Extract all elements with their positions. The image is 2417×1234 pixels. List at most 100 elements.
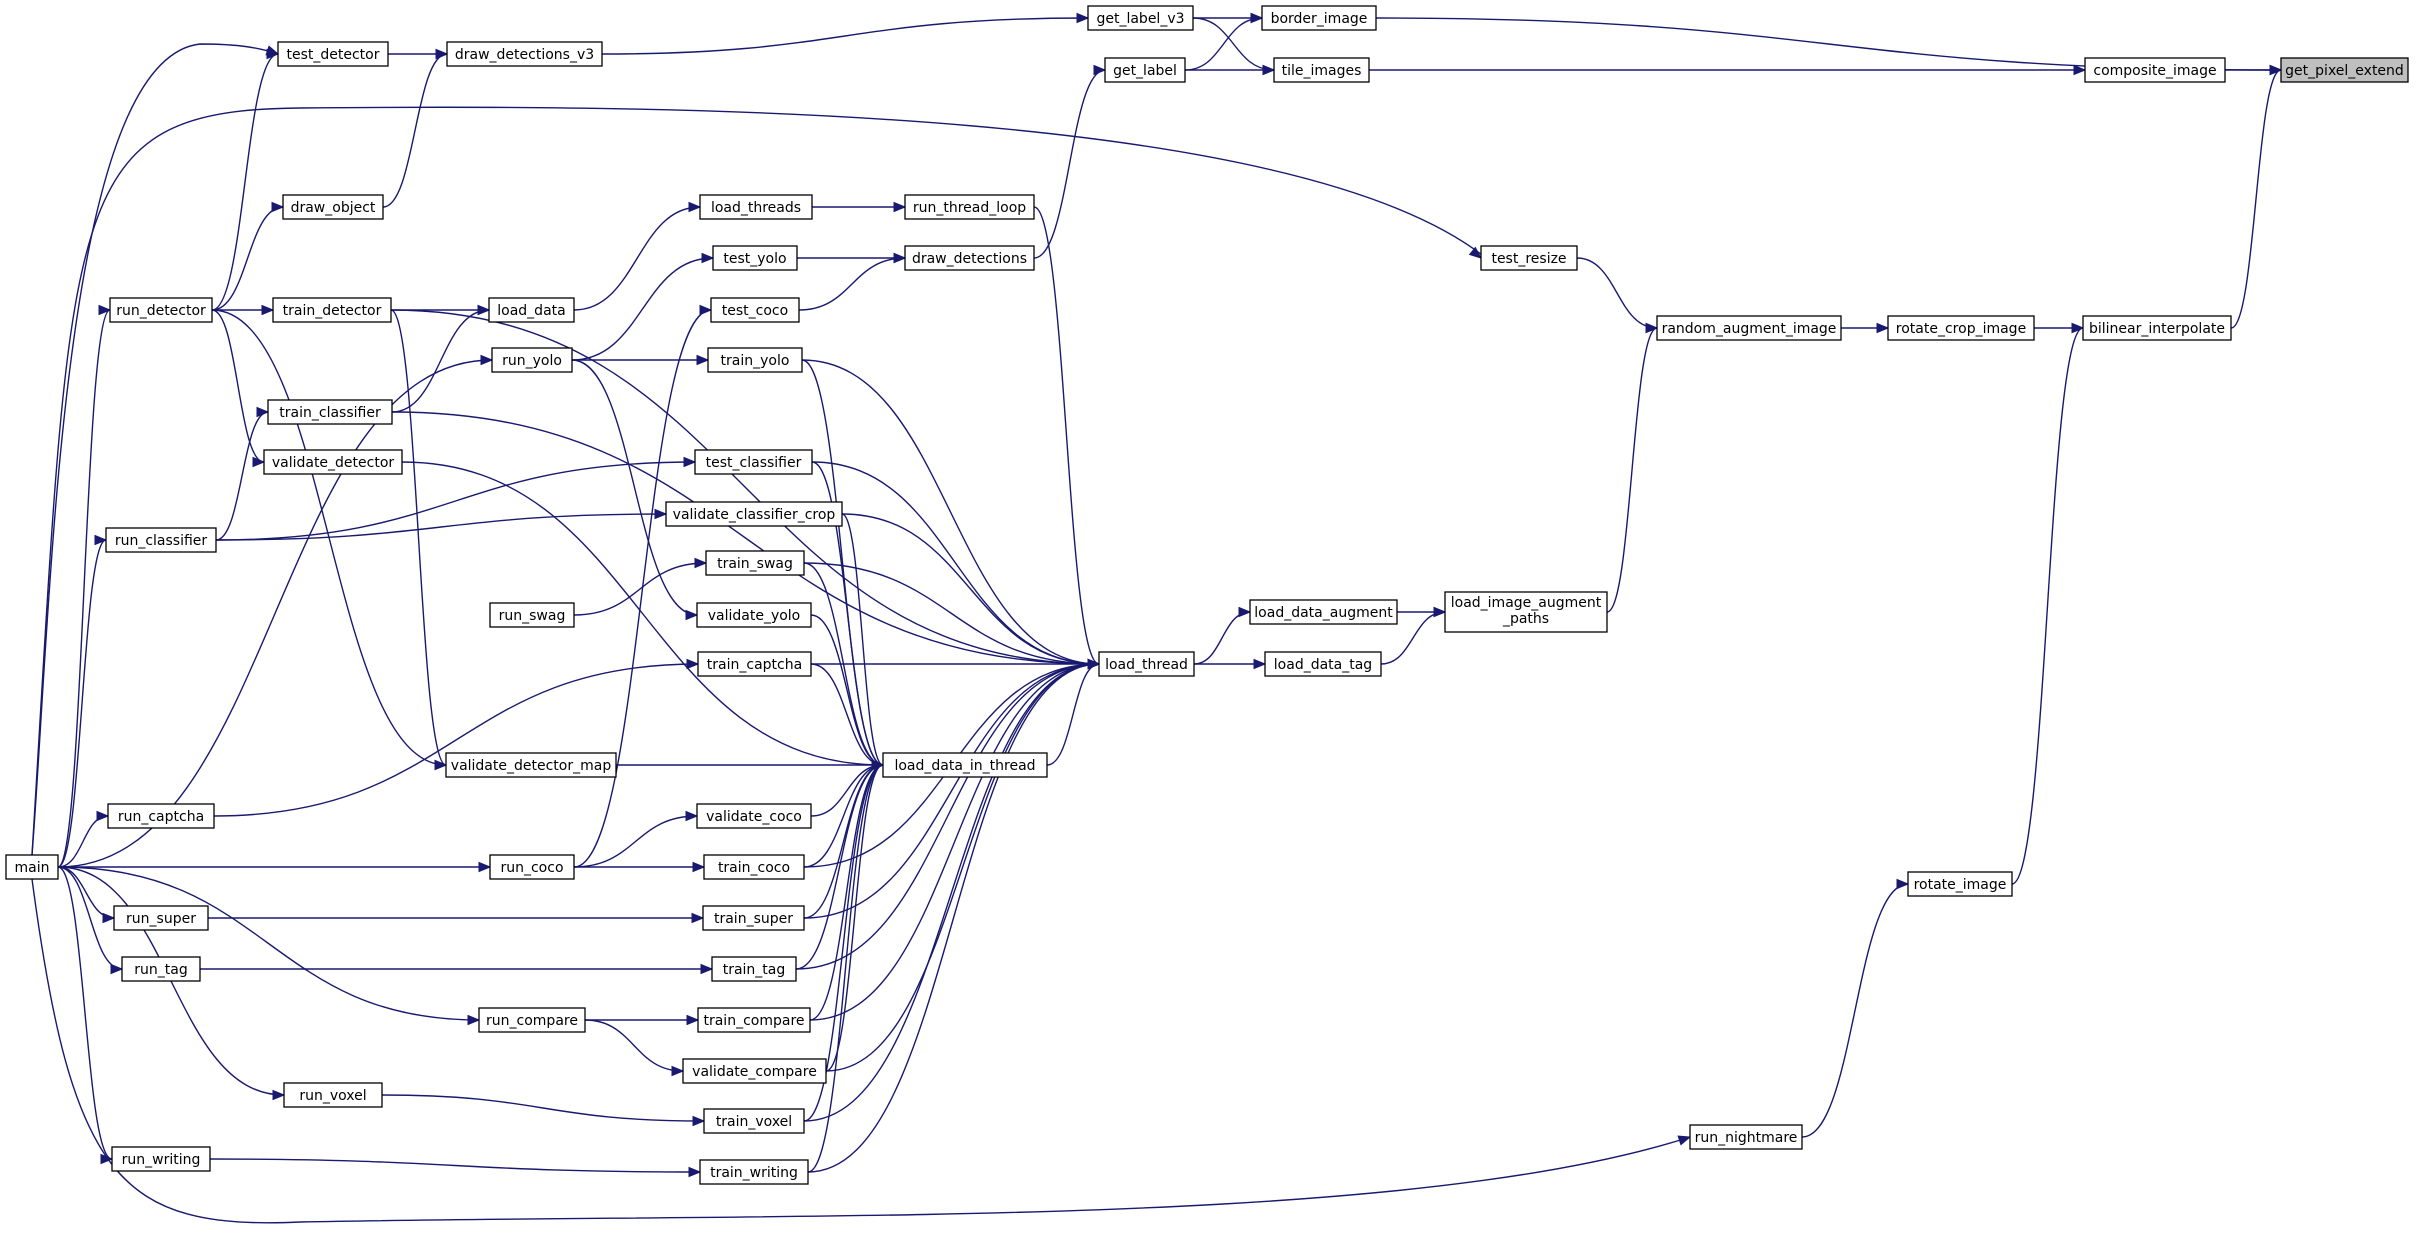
- edge-train_detector-to-validate_detector_map: [390, 309, 448, 771]
- arrowhead: [1677, 1135, 1692, 1146]
- edge-line: [1033, 69, 1106, 259]
- node-train_writing[interactable]: train_writing: [699, 1159, 809, 1185]
- node-test_classifier[interactable]: test_classifier: [694, 449, 813, 475]
- node-run_captcha[interactable]: run_captcha: [107, 803, 215, 829]
- node-run_compare[interactable]: run_compare: [478, 1007, 586, 1033]
- node-label: run_thread_loop: [913, 200, 1026, 216]
- node-load_data_in_thread[interactable]: load_data_in_thread: [882, 752, 1048, 778]
- node-load_image_augment_paths[interactable]: load_image_augment_paths: [1444, 591, 1608, 633]
- edge-run_captcha-to-train_captcha: [213, 658, 700, 817]
- arrowhead: [271, 201, 285, 213]
- arrowhead: [683, 456, 697, 468]
- node-box: [1261, 5, 1377, 31]
- edge-line: [807, 663, 1100, 1173]
- node-rotate_crop_image[interactable]: rotate_crop_image: [1887, 315, 2035, 341]
- arrowhead: [691, 912, 705, 924]
- node-border_image[interactable]: border_image: [1261, 5, 1377, 31]
- node-label: validate_compare: [692, 1064, 817, 1080]
- node-label: test_coco: [722, 303, 788, 319]
- arrowhead: [700, 963, 714, 975]
- node-validate_detector[interactable]: validate_detector: [263, 449, 403, 475]
- node-train_swag[interactable]: train_swag: [705, 550, 805, 576]
- node-box: [703, 854, 805, 880]
- node-composite_image[interactable]: composite_image: [2084, 57, 2226, 83]
- node-box: [904, 194, 1035, 220]
- node-run_super[interactable]: run_super: [113, 905, 209, 931]
- arrowhead: [96, 810, 110, 822]
- node-validate_detector_map[interactable]: validate_detector_map: [445, 752, 617, 778]
- node-run_yolo[interactable]: run_yolo: [491, 347, 573, 373]
- node-test_coco[interactable]: test_coco: [710, 297, 800, 323]
- node-bilinear_interpolate[interactable]: bilinear_interpolate: [2082, 315, 2232, 341]
- node-train_captcha[interactable]: train_captcha: [697, 651, 812, 677]
- node-draw_detections_v3[interactable]: draw_detections_v3: [446, 41, 603, 67]
- edge-run_detector-to-draw_object: [211, 201, 285, 311]
- node-draw_detections[interactable]: draw_detections: [904, 245, 1035, 271]
- node-rotate_image[interactable]: rotate_image: [1907, 871, 2013, 897]
- edge-train_compare-to-load_data_in_thread: [809, 759, 885, 1021]
- node-train_compare[interactable]: train_compare: [697, 1007, 811, 1033]
- node-run_thread_loop[interactable]: run_thread_loop: [904, 194, 1035, 220]
- node-get_label[interactable]: get_label: [1104, 57, 1186, 83]
- node-run_writing[interactable]: run_writing: [111, 1146, 211, 1172]
- node-validate_compare[interactable]: validate_compare: [682, 1058, 827, 1084]
- node-get_pixel_extend[interactable]: get_pixel_extend: [2280, 57, 2409, 83]
- node-validate_yolo[interactable]: validate_yolo: [696, 602, 812, 628]
- node-box: [1480, 245, 1578, 271]
- node-run_coco[interactable]: run_coco: [489, 854, 575, 880]
- edge-line: [803, 663, 1100, 919]
- graph-nodes: get_pixel_extend border_image composite_im…: [5, 5, 2409, 1185]
- edge-line: [57, 359, 493, 868]
- node-train_tag[interactable]: train_tag: [711, 956, 797, 982]
- node-load_threads[interactable]: load_threads: [699, 194, 813, 220]
- arrowhead: [1093, 64, 1107, 76]
- node-get_label_v3[interactable]: get_label_v3: [1087, 5, 1194, 31]
- node-label: train_classifier: [279, 405, 381, 421]
- edge-line: [209, 1158, 701, 1173]
- edge-draw_object-to-draw_detections_v3: [382, 48, 449, 208]
- node-label: train_yolo: [721, 353, 790, 369]
- node-validate_coco[interactable]: validate_coco: [696, 803, 812, 829]
- node-test_yolo[interactable]: test_yolo: [712, 245, 798, 271]
- node-random_augment_image[interactable]: random_augment_image: [1656, 315, 1842, 341]
- edge-line: [571, 257, 714, 361]
- edge-run_coco-to-validate_coco: [573, 810, 699, 868]
- node-train_coco[interactable]: train_coco: [703, 854, 805, 880]
- node-run_nightmare[interactable]: run_nightmare: [1689, 1124, 1803, 1150]
- node-tile_images[interactable]: tile_images: [1273, 57, 1370, 83]
- node-load_data[interactable]: load_data: [488, 297, 575, 323]
- node-validate_classifier_crop[interactable]: validate_classifier_crop: [665, 501, 843, 527]
- node-run_classifier[interactable]: run_classifier: [105, 527, 217, 553]
- node-load_data_tag[interactable]: load_data_tag: [1264, 651, 1382, 677]
- edge-line: [573, 206, 701, 311]
- node-train_classifier[interactable]: train_classifier: [267, 399, 393, 425]
- node-box: [489, 854, 575, 880]
- node-box: [267, 399, 393, 425]
- edge-line: [211, 53, 279, 311]
- node-label: run_detector: [116, 303, 206, 319]
- node-train_detector[interactable]: train_detector: [272, 297, 392, 323]
- edge-main-to-test_detector: [31, 43, 280, 856]
- edge-run_classifier-to-validate_classifier_crop: [215, 508, 668, 541]
- arrowhead: [696, 354, 710, 366]
- edge-train_classifier-to-load_data: [391, 304, 491, 413]
- edge-main-to-run_nightmare: [31, 878, 1692, 1224]
- edge-line: [1606, 327, 1658, 613]
- node-box: [1104, 57, 1186, 83]
- node-load_data_augment[interactable]: load_data_augment: [1249, 599, 1398, 625]
- node-run_voxel[interactable]: run_voxel: [283, 1082, 383, 1108]
- node-load_thread[interactable]: load_thread: [1098, 651, 1195, 677]
- node-run_swag[interactable]: run_swag: [489, 602, 575, 628]
- node-run_detector[interactable]: run_detector: [109, 297, 213, 323]
- node-run_tag[interactable]: run_tag: [121, 956, 201, 982]
- node-box: [696, 803, 812, 829]
- edge-run_nightmare-to-rotate_image: [1801, 878, 1910, 1138]
- node-train_super[interactable]: train_super: [702, 905, 805, 931]
- node-test_detector[interactable]: test_detector: [277, 41, 389, 67]
- edge-line: [573, 815, 698, 868]
- node-main[interactable]: main: [5, 854, 59, 880]
- node-train_voxel[interactable]: train_voxel: [703, 1108, 805, 1134]
- node-test_resize[interactable]: test_resize: [1480, 245, 1578, 271]
- node-train_yolo[interactable]: train_yolo: [707, 347, 803, 373]
- node-draw_object[interactable]: draw_object: [282, 194, 384, 220]
